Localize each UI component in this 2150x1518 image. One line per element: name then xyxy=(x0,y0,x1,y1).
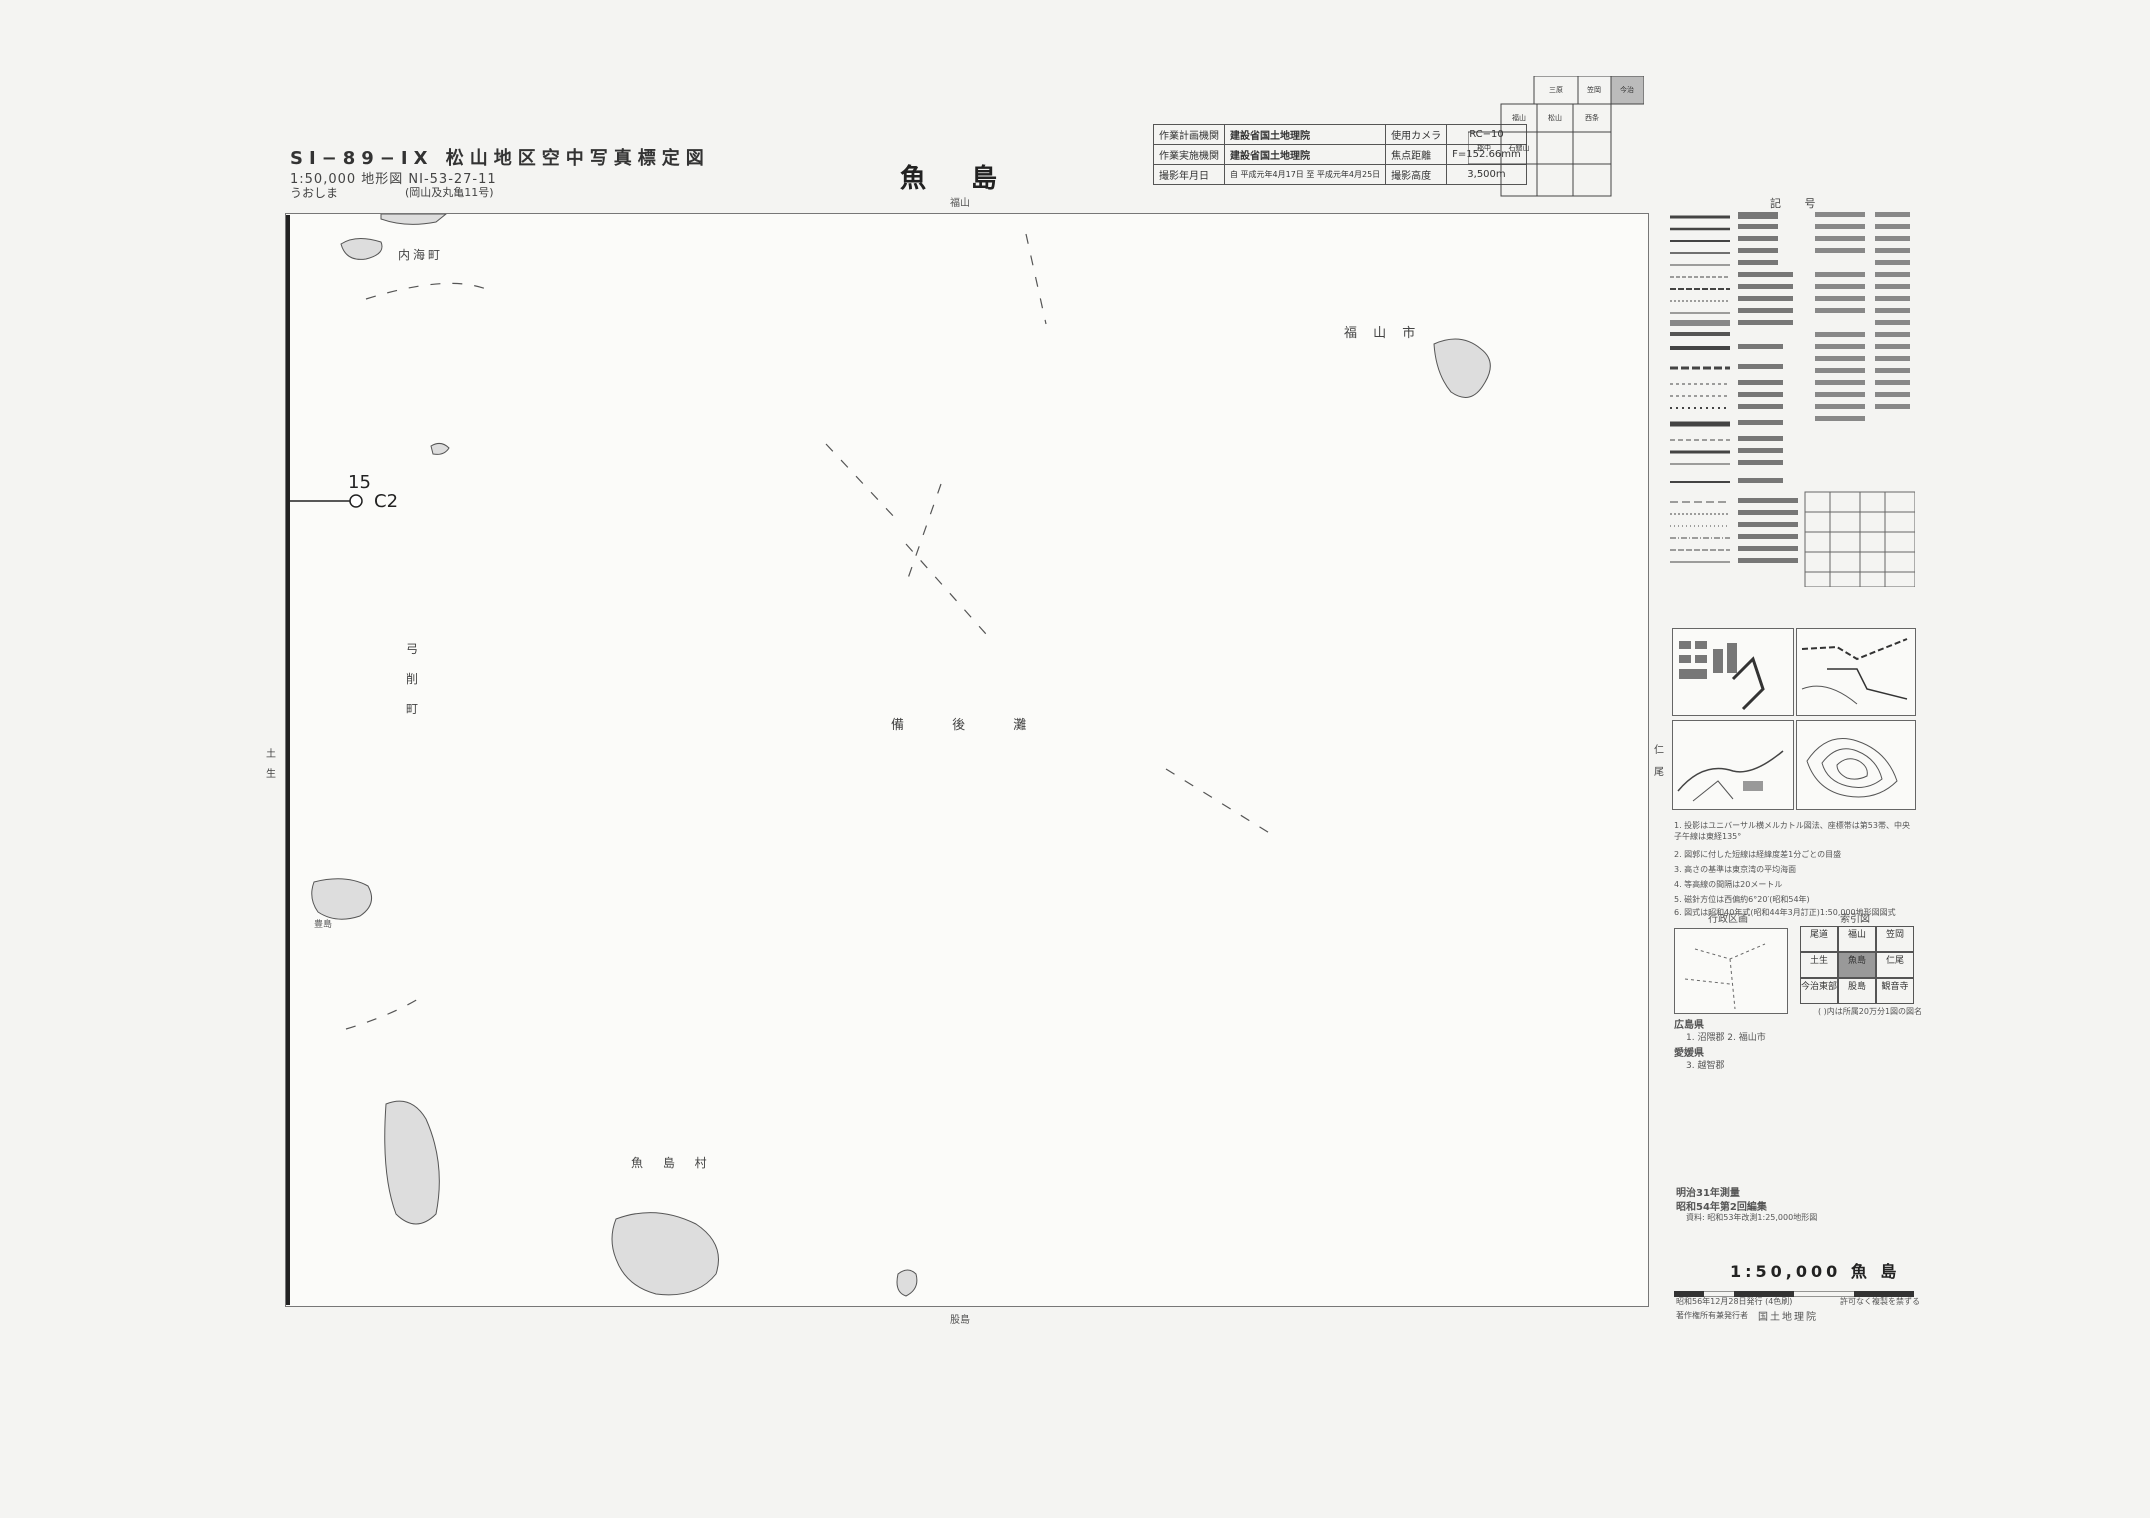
index-map-note: ( )内は所属20万分1図の図名 xyxy=(1818,1007,1923,1016)
note-6: 6. 図式は昭和40年式(昭和44年3月訂正)1:50,000地形図図式 xyxy=(1674,908,1896,917)
mini-index-label: 西条 xyxy=(1585,113,1599,122)
reading-label: うおしま xyxy=(290,186,339,200)
island-ne-top xyxy=(380,214,447,225)
island-fukuyama-east xyxy=(1433,338,1491,398)
admin-title: 行政区画 xyxy=(1708,914,1748,925)
footer-publisher: 国土地理院 xyxy=(1758,1312,1818,1323)
admin-pref-hiroshima: 広島県 xyxy=(1674,1020,1704,1031)
legend-example-rail xyxy=(1796,628,1916,716)
admin-pref-ehime: 愛媛県 xyxy=(1674,1048,1704,1059)
label-bingo-nada: 備 後 灘 xyxy=(891,718,1049,733)
coast-example-svg xyxy=(1677,750,1784,802)
scale-bar xyxy=(1673,1282,1915,1298)
mini-index-label: 石鎚山 xyxy=(1509,143,1530,152)
rail-example-svg xyxy=(1801,638,1908,705)
note-3: 3. 高さの基準は東京湾の平均海面 xyxy=(1674,865,1797,874)
edge-label-bottom: 股島 xyxy=(950,1315,970,1326)
map-title: 魚 島 xyxy=(900,164,1016,194)
index-cell-imabari: 今治東部 xyxy=(1800,978,1838,1004)
note-2: 2. 図郭に付した短線は経緯度差1分ごとの目盛 xyxy=(1674,850,1842,859)
index-cell-kasaoka: 笠岡 xyxy=(1876,926,1914,952)
admin-items-hiroshima: 1. 沼隈郡 2. 福山市 xyxy=(1686,1033,1766,1043)
val-execution: 建設省国土地理院 xyxy=(1223,144,1387,165)
note-4: 4. 等高線の間隔は20メートル xyxy=(1674,880,1783,889)
photo-point-number: 15 xyxy=(348,472,371,493)
index-cell-kanonji: 観音寺 xyxy=(1876,978,1914,1004)
town-example-svg xyxy=(1679,641,1765,711)
index-cell-uoshima: 魚島 xyxy=(1838,952,1876,978)
key-altitude: 撮影高度 xyxy=(1385,164,1448,185)
label-uoshima-village: 魚 島 村 xyxy=(631,1156,715,1170)
label-uchiumi: 内海町 xyxy=(398,248,444,262)
legend-title: 記 号 xyxy=(1770,197,1826,210)
footer-copyright: 許可なく複製を禁ずる xyxy=(1840,1297,1920,1306)
map-svg xyxy=(286,214,1491,1297)
mini-index-label: 松山 xyxy=(1548,113,1562,122)
mini-index-label: 笠岡 xyxy=(1587,85,1601,94)
key-execution: 作業実施機関 xyxy=(1153,144,1225,165)
footer-scale-title: 1:50,000 魚 島 xyxy=(1730,1262,1901,1281)
legend-example-town xyxy=(1672,628,1794,716)
key-date: 撮影年月日 xyxy=(1153,164,1225,185)
admin-map xyxy=(1674,928,1788,1014)
history-line-2: 昭和54年第2回編集 xyxy=(1676,1202,1767,1213)
contour-example-svg xyxy=(1806,738,1898,798)
history-line-1: 明治31年測量 xyxy=(1676,1188,1740,1199)
photo-point-code: C2 xyxy=(374,491,399,512)
index-map-title: 索引図 xyxy=(1840,914,1870,925)
island-yuge-south xyxy=(384,1100,440,1225)
index-cell-habu: 土生 xyxy=(1800,952,1838,978)
key-focal: 焦点距離 xyxy=(1385,144,1448,165)
island-south-small xyxy=(896,1269,918,1297)
mini-index-label: 郡中 xyxy=(1477,143,1491,152)
admin-items-ehime: 3. 越智郡 xyxy=(1686,1061,1725,1071)
island-uoshima xyxy=(611,1212,719,1296)
index-cell-nio: 仁尾 xyxy=(1876,952,1914,978)
mini-index-label: 福山 xyxy=(1512,113,1526,122)
key-camera: 使用カメラ xyxy=(1385,124,1448,145)
footer-issued: 昭和56年12月28日発行 (4色刷) xyxy=(1676,1297,1793,1306)
label-toyoshima: 豊島 xyxy=(314,920,333,930)
map-frame: 15 C2 福山 股島 内海町 福 山 市 弓 削 町 備 後 灘 魚 島 村 … xyxy=(285,198,1649,1326)
history-source: 資料: 昭和53年改測1:25,000地形図 xyxy=(1686,1213,1818,1222)
index-cell-fukuyama: 福山 xyxy=(1838,926,1876,952)
admin-map-svg xyxy=(1684,943,1766,1010)
label-yuge: 弓 削 町 xyxy=(406,642,419,716)
legend-example-coast xyxy=(1672,720,1794,810)
legend-svg xyxy=(1670,212,1916,588)
scale-line: 1:50,000 地形図 NI-53-27-11 xyxy=(290,172,497,187)
index-map-grid: 尾道 福山 笠岡 土生 魚島 仁尾 今治東部 股島 観音寺 xyxy=(1800,926,1914,1004)
footer-publisher-label: 著作権所有兼発行者 xyxy=(1676,1311,1748,1320)
key-planning: 作業計画機関 xyxy=(1153,124,1225,145)
legend-block xyxy=(1670,212,1916,591)
survey-info-table: 作業計画機関 建設省国土地理院 使用カメラ RC−10 作業実施機関 建設省国土… xyxy=(1153,124,1527,185)
mini-index-label: 三原 xyxy=(1549,86,1563,94)
photo-point-marker xyxy=(286,494,363,508)
notes-list: 1. 投影はユニバーサル横メルカトル図法、座標帯は第53帯、中央子午線は東経13… xyxy=(1674,820,1914,918)
index-cell-matashima: 股島 xyxy=(1838,978,1876,1004)
val-altitude: 3,500m xyxy=(1446,164,1527,185)
edge-label-left: 土 生 xyxy=(266,749,276,780)
val-date: 自 平成元年4月17日 至 平成元年4月25日 xyxy=(1223,164,1387,185)
island-uchiumi xyxy=(340,238,383,260)
note-5: 5. 磁針方位は西偏約6°20′(昭和54年) xyxy=(1674,895,1810,904)
index-cell-onomichi: 尾道 xyxy=(1800,926,1838,952)
val-planning: 建設省国土地理院 xyxy=(1223,124,1387,145)
left-axis-bar xyxy=(286,215,290,1305)
sheet-code-title: SI−89−IX 松山地区空中写真標定図 xyxy=(290,148,710,169)
note-1: 1. 投影はユニバーサル横メルカトル図法、座標帯は第53帯、中央子午線は東経13… xyxy=(1674,821,1910,841)
island-small-mid xyxy=(430,442,450,455)
edge-label-right: 仁 尾 xyxy=(1654,745,1664,778)
island-toyoshima xyxy=(311,878,373,920)
mini-index-label: 今治 xyxy=(1620,85,1634,94)
mini-index-grid: 三原 笠岡 今治福山 松山 西条郡中 石鎚山 xyxy=(1467,75,1645,200)
label-fukuyama: 福 山 市 xyxy=(1344,326,1422,341)
edge-label-top: 福山 xyxy=(950,198,970,209)
sheet-note: (岡山及丸亀11号) xyxy=(405,186,494,199)
legend-example-contour xyxy=(1796,720,1916,810)
